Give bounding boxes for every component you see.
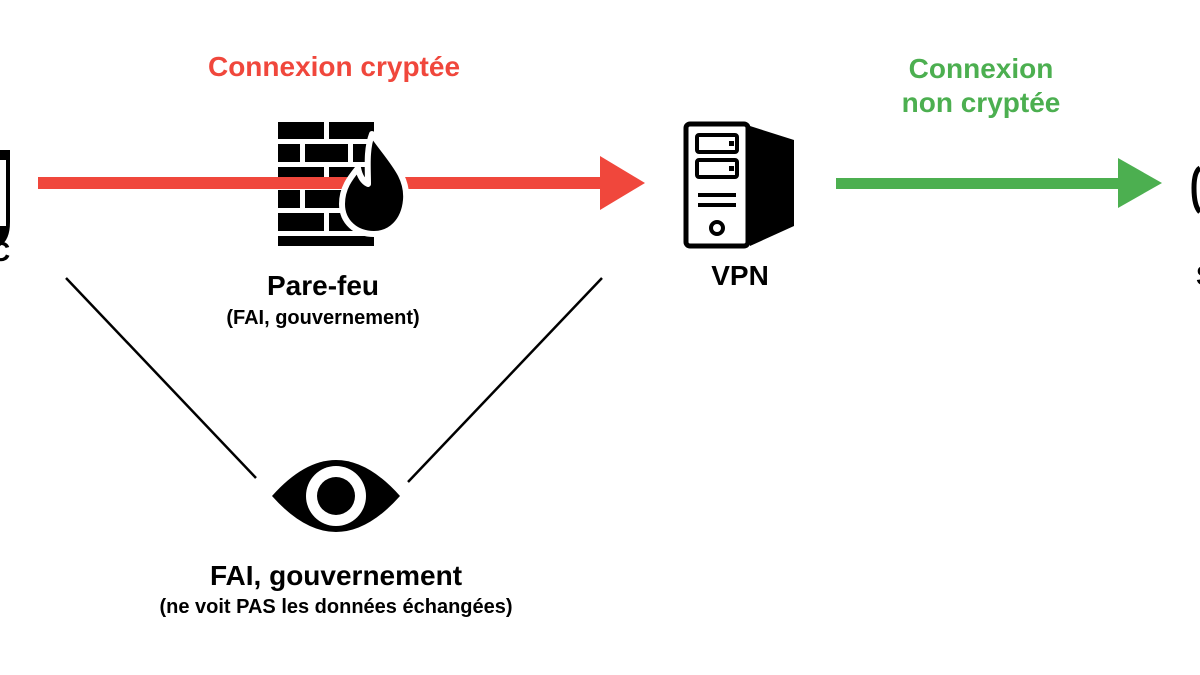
firewall-subtitle: (FAI, gouvernement): [226, 307, 420, 329]
encrypted-arrow: [38, 156, 645, 210]
unencrypted-arrow: [836, 158, 1162, 208]
firewall-title: Pare-feu: [266, 270, 380, 301]
unencrypted-connection-label: Connexion non cryptée: [902, 52, 1061, 120]
unencrypted-connection-label-line1: Connexion: [908, 53, 1054, 84]
right-edge-label: S: [1196, 262, 1200, 290]
unencrypted-connection-label-line2: non cryptée: [901, 87, 1061, 118]
vpn-label: VPN: [711, 260, 769, 291]
left-edge-label: C: [0, 236, 11, 267]
server-icon: [683, 121, 794, 249]
encrypted-connection-label: Connexion cryptée: [207, 51, 461, 82]
observer-subtitle: (ne voit PAS les données échangées): [159, 596, 513, 618]
fire-icon: [339, 131, 410, 237]
destination-icon: [1191, 165, 1200, 214]
observer-title: FAI, gouvernement: [209, 560, 463, 591]
device-icon: [0, 150, 10, 246]
observer-sight-lines: [65, 277, 603, 483]
eye-icon: [272, 460, 400, 532]
